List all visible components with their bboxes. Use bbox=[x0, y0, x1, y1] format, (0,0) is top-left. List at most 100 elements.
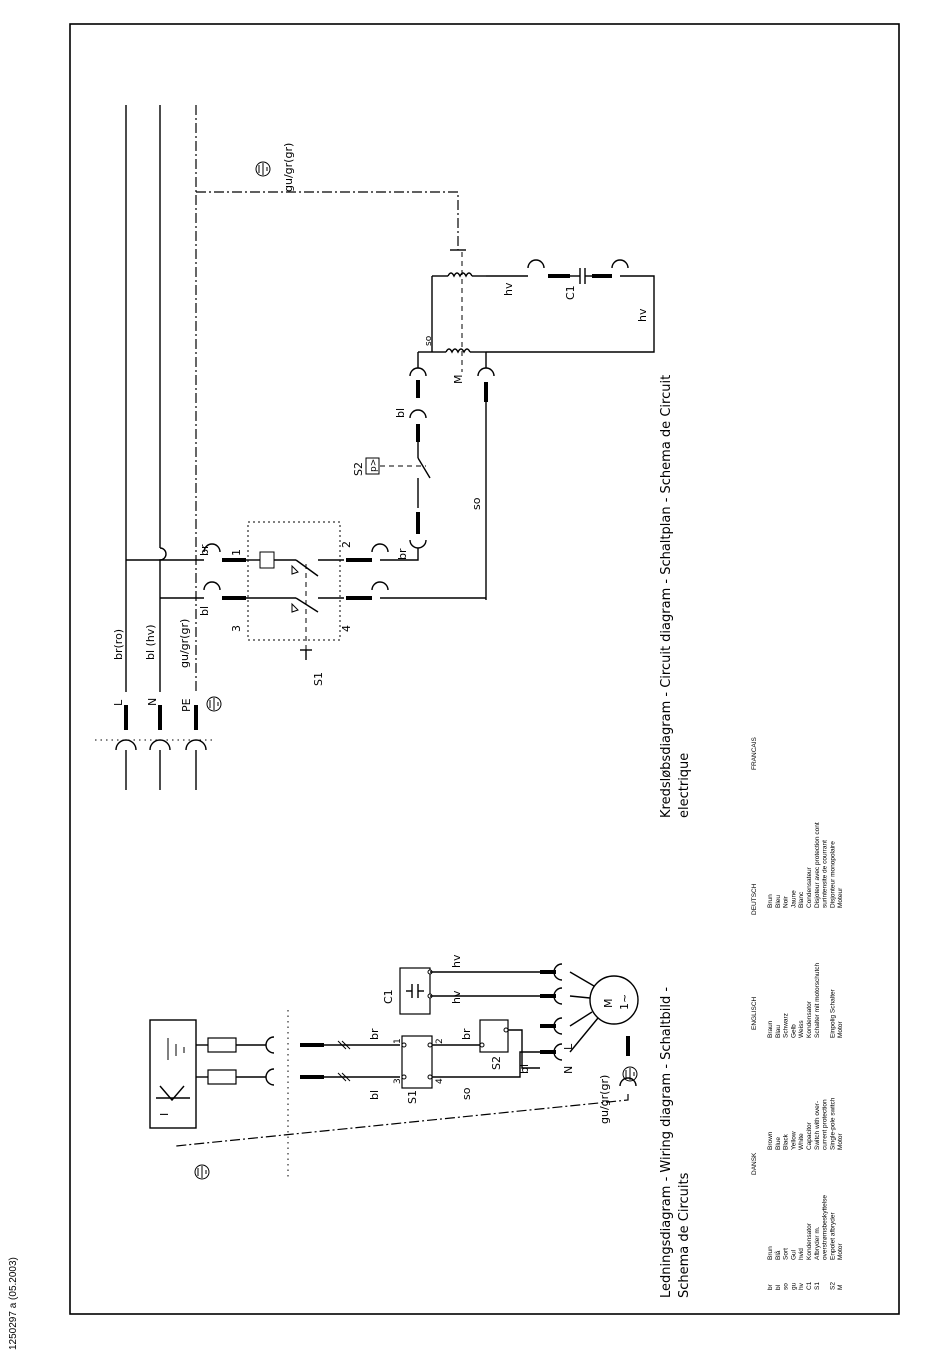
legend-cell-code: S2 bbox=[829, 1282, 836, 1290]
legend-cell-fr: Condensateur bbox=[806, 866, 813, 908]
legend-cell-de: Blau bbox=[775, 1025, 782, 1038]
legend-table: DANSK ENGLISCH DEUTSCH FRANCAIS brBrunBr… bbox=[751, 736, 844, 1290]
earth-top-icon bbox=[255, 161, 271, 177]
legend-cell-code: so bbox=[783, 1283, 790, 1290]
supply-label-PE: PE bbox=[180, 698, 193, 712]
fuse-1 bbox=[207, 1037, 237, 1053]
wd-c1-label: C1 bbox=[382, 989, 395, 1004]
capacitor-label: C1 bbox=[564, 285, 577, 300]
wd-motor-sub: 1~ bbox=[618, 994, 631, 1010]
wd-terminal-1: 1 bbox=[393, 1038, 403, 1044]
legend-cell-de: Einpolig Schalter bbox=[829, 988, 836, 1038]
legend-cell-code: gu bbox=[790, 1282, 797, 1290]
document-id: 1250297 a (05.2003) bbox=[8, 1257, 19, 1350]
terminal-2: 2 bbox=[340, 541, 353, 548]
circuit-title-1: Kredsløbsdiagram - Circuit diagram - Sch… bbox=[659, 375, 674, 818]
legend-cell-dk: Enpolet afbryder bbox=[829, 1211, 836, 1260]
wd-earth-icon bbox=[622, 1066, 638, 1082]
wd-label-br-a: br bbox=[368, 1028, 381, 1040]
legend-cell-dk: Motor bbox=[837, 1243, 844, 1260]
legend-cell-fr: Brun bbox=[767, 894, 774, 908]
legend-cell-de: Kondensator bbox=[806, 1000, 813, 1038]
fuse-2 bbox=[207, 1069, 237, 1085]
wd-motor bbox=[589, 975, 639, 1025]
legend-cell-code: S1 bbox=[814, 1282, 821, 1290]
legend-cell-dk: Gul bbox=[790, 1249, 797, 1260]
wd-s1-box bbox=[401, 1035, 433, 1089]
legend-cell-en: Capacitor bbox=[806, 1121, 813, 1150]
wiring-diagram: I br bl 1 2 3 4 S1 br bbox=[149, 954, 692, 1298]
motor-label: M bbox=[452, 375, 465, 385]
legend-cell-code: M bbox=[837, 1285, 844, 1290]
motor-windings bbox=[418, 252, 486, 372]
circuit-diagram: L N PE br(ro) bl (hv) gu/gr(gr) gu/gr(gr… bbox=[95, 105, 692, 818]
supply-label-L: L bbox=[112, 699, 125, 706]
wd-terminal-4: 4 bbox=[435, 1078, 445, 1084]
wd-label-so: so bbox=[460, 1087, 473, 1100]
terminal-3: 3 bbox=[230, 625, 243, 632]
earth-icon bbox=[206, 696, 222, 712]
wd-s1-label: S1 bbox=[406, 1090, 419, 1104]
legend-header-francais: FRANCAIS bbox=[751, 736, 758, 770]
legend-cell-de: Schalter mit motorschutch bbox=[814, 962, 821, 1038]
legend-cell-en: Brown bbox=[767, 1131, 774, 1150]
legend-cell-en: Blue bbox=[775, 1137, 782, 1150]
wd-label-br-b: br bbox=[460, 1028, 473, 1040]
wd-label-N: N bbox=[562, 1066, 575, 1074]
legend-cell-fr: Jaune bbox=[790, 890, 797, 908]
legend-cell-de: Gelb bbox=[790, 1024, 797, 1038]
legend-cell-de: Motor bbox=[837, 1021, 844, 1038]
legend-cell-fr: Noir bbox=[783, 895, 790, 908]
wd-terminal-3: 3 bbox=[393, 1078, 403, 1084]
legend-cell-fr: Disjoteur avec protection cont bbox=[814, 822, 821, 908]
wire-color-N: bl (hv) bbox=[144, 624, 157, 660]
legend-cell-dk: Blå bbox=[774, 1250, 782, 1260]
legend-cell-fr: Blanc bbox=[798, 891, 805, 908]
wd-s2-box bbox=[479, 1019, 509, 1053]
wd-s2-label: S2 bbox=[490, 1056, 503, 1070]
wd-motor-label: M bbox=[602, 999, 615, 1009]
legend-cell-fr: surintensite de courrant bbox=[822, 840, 829, 908]
sheet-border bbox=[69, 23, 900, 1315]
legend-header-english: ENGLISCH bbox=[751, 996, 758, 1030]
legend-cell-dk: Sort bbox=[783, 1248, 790, 1260]
legend-cell-dk: Brun bbox=[767, 1246, 774, 1260]
legend-cell-code: C1 bbox=[806, 1281, 813, 1290]
wire-label-hv-2: hv bbox=[636, 308, 649, 322]
legend-header-dansk: DANSK bbox=[751, 1152, 758, 1175]
wd-label-L: L bbox=[562, 1043, 575, 1050]
legend-cell-en: White bbox=[798, 1133, 805, 1150]
legend-cell-fr: Moteur bbox=[837, 887, 844, 908]
legend-cell-en: Single-pole switch bbox=[829, 1097, 836, 1150]
terminal-4: 4 bbox=[340, 625, 353, 632]
legend-cell-dk: Kondensator bbox=[806, 1222, 813, 1260]
wd-earth-icon-left bbox=[194, 1164, 210, 1180]
s1-label: S1 bbox=[312, 672, 325, 686]
legend-cell-en: Motor bbox=[837, 1133, 844, 1150]
legend-cell-en: Switch with over- bbox=[814, 1101, 821, 1150]
wire-label-bl-s2: bl bbox=[394, 408, 407, 418]
legend-cell-fr: Disjonteur monopolaire bbox=[829, 841, 836, 908]
legend-cell-en: current protection bbox=[822, 1099, 829, 1150]
wire-color-L: br(ro) bbox=[112, 629, 125, 660]
wire-color-PE: gu/gr(gr) bbox=[178, 619, 191, 668]
s2-label: S2 bbox=[352, 462, 365, 476]
legend-cell-en: Black bbox=[783, 1133, 790, 1150]
legend-rows: brBrunBrownBraunBrunblBlåBlueBlauBleusoS… bbox=[767, 822, 844, 1290]
legend-cell-dk: Afbryder m. bbox=[814, 1226, 821, 1260]
wd-label-hv-a: hv bbox=[450, 954, 463, 968]
wd-earth-label: gu/gr(gr) bbox=[598, 1075, 611, 1124]
terminal-1: 1 bbox=[230, 549, 243, 556]
wiring-title-1: Ledningsdiagram - Wiring diagram - Schal… bbox=[659, 987, 674, 1298]
legend-cell-de: Braun bbox=[767, 1020, 774, 1038]
wire-label-br-1: br bbox=[198, 544, 211, 556]
legend-cell-dk: hvid bbox=[798, 1248, 805, 1260]
line-N-crossover bbox=[159, 547, 167, 692]
pe-to-motor bbox=[196, 191, 459, 250]
supply-label-N: N bbox=[146, 698, 159, 706]
supply-plugs bbox=[95, 705, 212, 790]
legend-cell-code: hv bbox=[798, 1282, 805, 1290]
wire-label-so-2: so bbox=[470, 497, 483, 510]
wd-capacitor-box bbox=[399, 967, 431, 1015]
